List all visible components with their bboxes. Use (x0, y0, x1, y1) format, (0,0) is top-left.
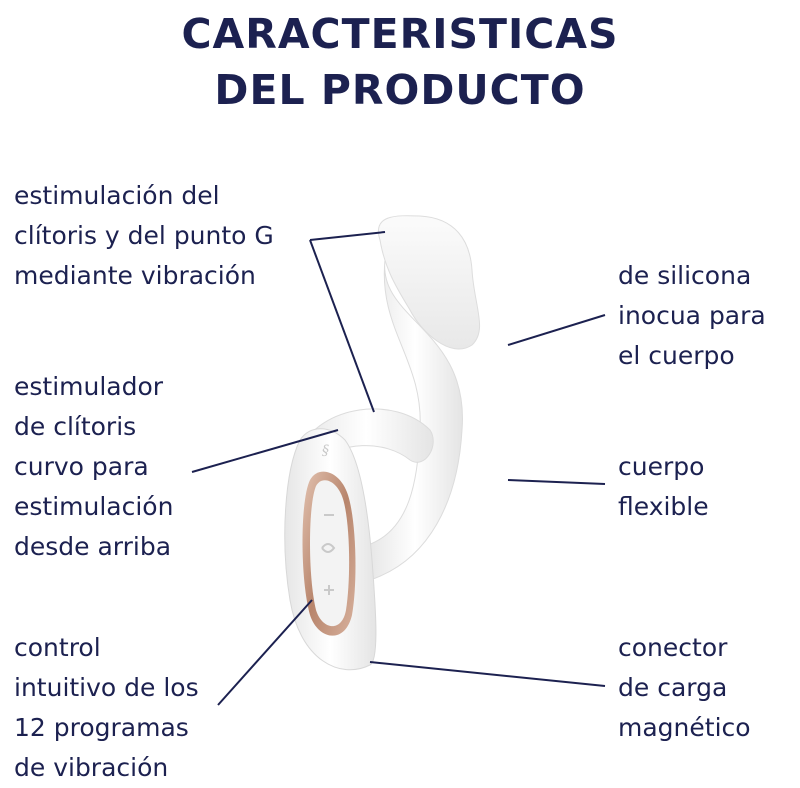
feature-line: intuitivo de los (14, 673, 199, 702)
page-title: CARACTERISTICAS DEL PRODUCTO (0, 6, 800, 118)
leader-dual-stimulation-2 (309, 239, 375, 413)
leader-lines (191, 231, 606, 706)
feature-line: control (14, 633, 101, 662)
control-panel-inner (310, 480, 350, 627)
feature-line: magnético (618, 713, 751, 742)
g-spot-head (377, 215, 480, 350)
leader-silicone (507, 314, 606, 346)
feature-line: inocua para (618, 301, 766, 330)
feature-line: estimulador (14, 372, 164, 401)
feature-line: mediante vibración (14, 261, 256, 290)
title-line-2: DEL PRODUCTO (214, 66, 586, 114)
plus-button-icon[interactable] (324, 585, 334, 595)
feature-charger: conector de carga magnético (618, 628, 751, 748)
brand-logo-icon: § (322, 443, 329, 459)
feature-line: 12 programas (14, 713, 189, 742)
feature-line: estimulación del (14, 181, 220, 210)
feature-line: de vibración (14, 753, 169, 782)
feature-line: clítoris y del punto G (14, 221, 274, 250)
leader-clitoral (191, 429, 339, 473)
flexible-arm (367, 259, 463, 581)
feature-silicone: de silicona inocua para el cuerpo (618, 256, 766, 376)
feature-line: desde arriba (14, 532, 172, 561)
feature-control: control intuitivo de los 12 programas de… (14, 628, 199, 788)
feature-line: estimulación (14, 492, 174, 521)
feature-line: de carga (618, 673, 728, 702)
feature-line: conector (618, 633, 728, 662)
feature-line: de silicona (618, 261, 752, 290)
mode-button-icon[interactable] (321, 543, 336, 553)
leader-control (217, 599, 313, 706)
feature-line: de clítoris (14, 412, 137, 441)
leader-flexible (507, 479, 606, 485)
feature-dual-stimulation: estimulación del clítoris y del punto G … (14, 176, 274, 296)
feature-line: cuerpo (618, 452, 705, 481)
feature-line: curvo para (14, 452, 149, 481)
leader-dual-stimulation (309, 231, 386, 241)
title-line-1: CARACTERISTICAS (181, 10, 619, 58)
feature-clitoral-stimulator: estimulador de clítoris curvo para estim… (14, 367, 173, 567)
feature-line: flexible (618, 492, 709, 521)
leader-charger (369, 661, 606, 687)
feature-line: el cuerpo (618, 341, 735, 370)
feature-flexible: cuerpo flexible (618, 447, 709, 527)
